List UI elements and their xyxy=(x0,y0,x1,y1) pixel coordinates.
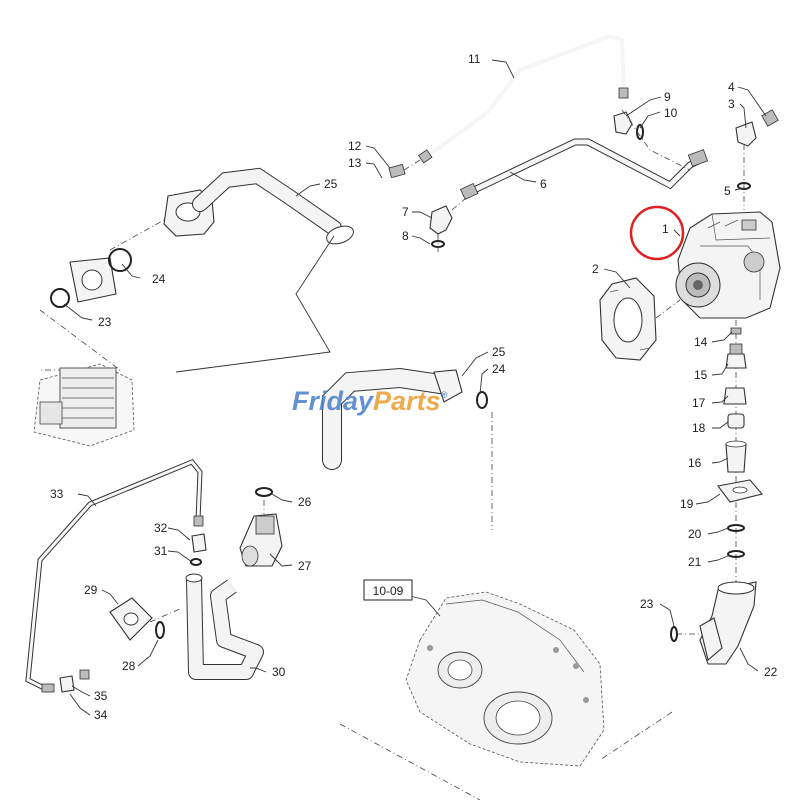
callout-11: 11 xyxy=(468,52,481,66)
fitting-31-32 xyxy=(190,533,207,566)
callout-20: 20 xyxy=(688,527,702,541)
callout-16: 16 xyxy=(688,456,702,470)
callout-10: 10 xyxy=(664,106,678,120)
callout-18: 18 xyxy=(692,421,706,435)
callout-2: 2 xyxy=(592,262,599,276)
callout-23: 23 xyxy=(98,315,112,329)
callout-31: 31 xyxy=(154,544,168,558)
callout-33: 33 xyxy=(50,487,64,501)
elbow-27 xyxy=(239,487,283,567)
connector-lines xyxy=(175,235,335,373)
callout-4: 4 xyxy=(728,80,735,94)
callout-7: 7 xyxy=(402,205,409,219)
callout-3: 3 xyxy=(728,97,735,111)
watermark-part2: Parts xyxy=(373,386,441,416)
pipe-30 xyxy=(185,573,264,680)
fitting-7-8 xyxy=(429,197,467,252)
callout-14: 14 xyxy=(694,335,708,349)
callout-labels: 1 2 3 4 5 6 7 8 9 10 11 12 13 14 15 16 1… xyxy=(50,52,778,722)
reference-box: 10-09 xyxy=(363,579,413,601)
callout-8: 8 xyxy=(402,229,409,243)
callout-22: 22 xyxy=(764,665,778,679)
callout-25-b: 25 xyxy=(492,345,506,359)
callout-9: 9 xyxy=(664,90,671,104)
pipe-25-upper xyxy=(163,167,354,245)
callout-6: 6 xyxy=(540,177,547,191)
callout-30: 30 xyxy=(272,665,286,679)
leader-lines xyxy=(63,59,767,716)
watermark-mark: ® xyxy=(441,390,448,400)
callout-32: 32 xyxy=(154,521,168,535)
reference-box-label: 10-09 xyxy=(373,584,404,598)
callout-1: 1 xyxy=(662,222,669,236)
part-stack-14-22 xyxy=(717,320,763,590)
fitting-34-35 xyxy=(59,669,90,693)
fitting-9-10 xyxy=(613,109,691,171)
watermark-text: FridayParts® xyxy=(292,386,448,416)
callout-15: 15 xyxy=(694,368,708,382)
gasket-2 xyxy=(599,277,681,361)
fitting-12-13 xyxy=(388,159,421,179)
watermark: FridayParts® xyxy=(292,386,448,416)
fitting-3-4 xyxy=(735,109,779,210)
callout-24: 24 xyxy=(152,272,166,286)
pipe-33 xyxy=(25,458,204,693)
callout-19: 19 xyxy=(680,497,694,511)
callout-17: 17 xyxy=(692,396,706,410)
callout-12: 12 xyxy=(348,139,362,153)
callout-25: 25 xyxy=(324,177,338,191)
flange-23-24-upper xyxy=(39,219,165,371)
engine-block-left xyxy=(33,363,135,447)
flange-29 xyxy=(109,597,183,641)
pipe-11 xyxy=(418,33,629,164)
callout-27: 27 xyxy=(298,559,312,573)
callout-34: 34 xyxy=(94,708,108,722)
callout-26: 26 xyxy=(298,495,312,509)
pump-1 xyxy=(675,211,781,319)
callout-35: 35 xyxy=(94,689,108,703)
pipe-6 xyxy=(460,138,709,200)
callout-13: 13 xyxy=(348,156,362,170)
pipe-25-lower xyxy=(322,367,493,530)
callout-24-b: 24 xyxy=(492,362,506,376)
callout-23-b: 23 xyxy=(640,597,654,611)
callout-28: 28 xyxy=(122,659,136,673)
callout-21: 21 xyxy=(688,555,702,569)
watermark-part1: Friday xyxy=(292,386,375,416)
callout-5: 5 xyxy=(724,184,731,198)
housing-10-09 xyxy=(339,591,673,800)
elbow-22 xyxy=(670,581,757,665)
highlight-circle xyxy=(629,205,685,261)
callout-29: 29 xyxy=(84,583,98,597)
